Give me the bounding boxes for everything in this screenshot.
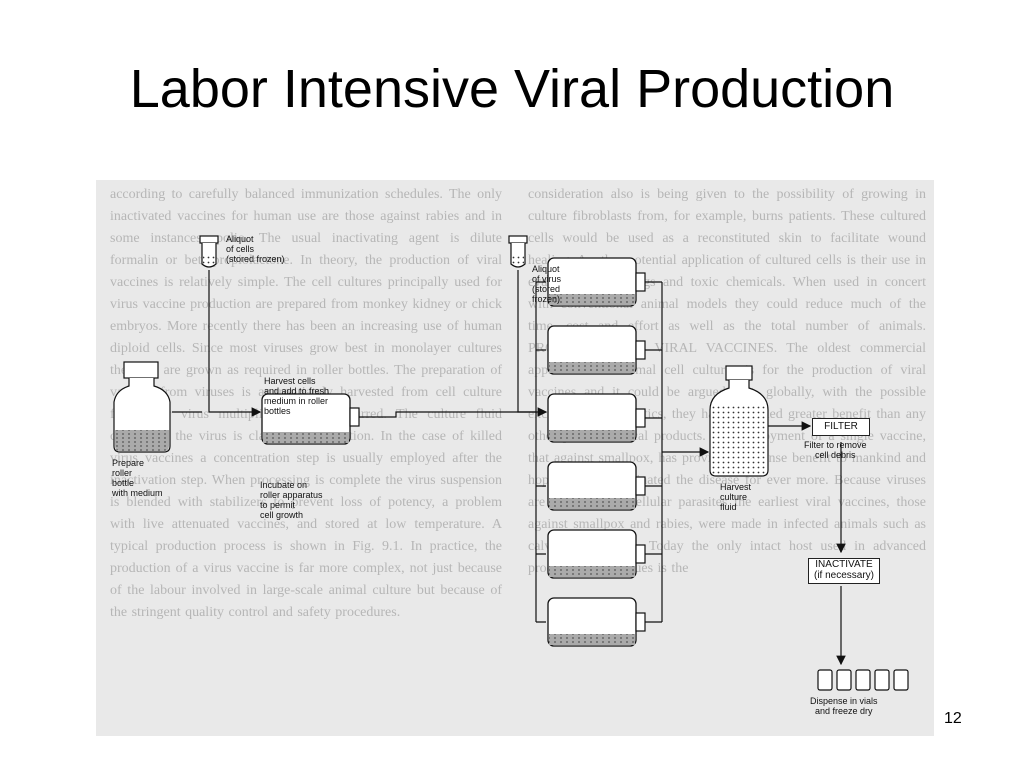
slide-title: Labor Intensive Viral Production [129, 59, 895, 119]
harvest-jar-icon [709, 365, 769, 477]
virus-vial-icon [508, 235, 528, 268]
diagram-drawing [113, 235, 909, 691]
virus-roller-bottles [547, 257, 646, 647]
cells-vial-icon [199, 235, 219, 268]
label-aliquot-virus: Aliquot of virus (stored frozen) [532, 264, 562, 304]
label-incubate: Incubate on roller apparatus to permit c… [260, 480, 323, 520]
label-harvest-cells: Harvest cells and add to fresh medium in… [264, 376, 330, 416]
label-filter-caption: Filter to remove cell debris [804, 440, 867, 460]
label-dispense-caption: Dispense in vials and freeze dry [810, 696, 878, 716]
label-aliquot-cells: Aliquot of cells (stored frozen) [226, 234, 285, 264]
background-text-left: according to carefully balanced immuniza… [110, 187, 502, 620]
dispense-vials-icon [817, 669, 909, 691]
page-number: 12 [944, 710, 962, 727]
cell-roller-bottle-icon [261, 393, 360, 445]
filter-box: FILTER [812, 418, 870, 436]
roller-bottle-standing-icon [113, 361, 171, 453]
label-harvest-culture-fluid: Harvest culture fluid [720, 482, 752, 512]
inactivate-box: INACTIVATE (if necessary) [808, 558, 880, 584]
process-diagram: according to carefully balanced immuniza… [96, 180, 934, 736]
label-prepare-bottle: Prepare roller bottle with medium [112, 458, 163, 498]
